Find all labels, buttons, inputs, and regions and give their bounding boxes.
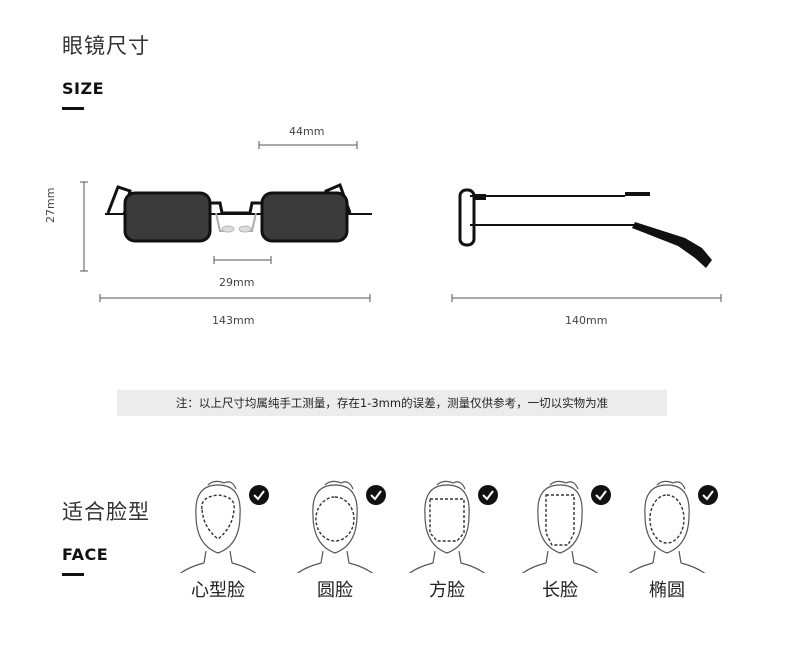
square-face-icon [408, 480, 486, 573]
face-label: 方脸 [429, 580, 465, 601]
bridge-label: 29mm [219, 276, 255, 289]
round-face-icon [296, 480, 374, 573]
face-title-en: FACE [62, 545, 109, 564]
heart-face-icon [179, 480, 257, 573]
size-title-en: SIZE [62, 79, 105, 98]
check-circle-icon [698, 485, 718, 505]
check-circle-icon [478, 485, 498, 505]
face-label: 心型脸 [191, 580, 245, 601]
frame-width-label: 143mm [212, 314, 255, 327]
lens-width-label: 44mm [289, 125, 325, 138]
lens-height-label: 27mm [44, 187, 57, 223]
check-circle-icon [591, 485, 611, 505]
temple-length-label: 140mm [565, 314, 608, 327]
size-title-cn: 眼镜尺寸 [62, 34, 150, 58]
measurement-note: 注：以上尺寸均属纯手工测量，存在1-3mm的误差，测量仅供参考，一切以实物为准 [117, 390, 667, 416]
face-label: 椭圆 [649, 580, 685, 601]
glasses-side-view [451, 188, 722, 302]
long-face-icon [521, 480, 599, 573]
oval-face-icon [628, 480, 706, 573]
face-label: 圆脸 [317, 580, 353, 601]
face-title-cn: 适合脸型 [62, 500, 150, 524]
check-circle-icon [249, 485, 269, 505]
glasses-front-view [80, 141, 372, 302]
size-title-underline [62, 107, 84, 110]
check-circle-icon [366, 485, 386, 505]
face-title-underline [62, 573, 84, 576]
face-label: 长脸 [542, 580, 578, 601]
